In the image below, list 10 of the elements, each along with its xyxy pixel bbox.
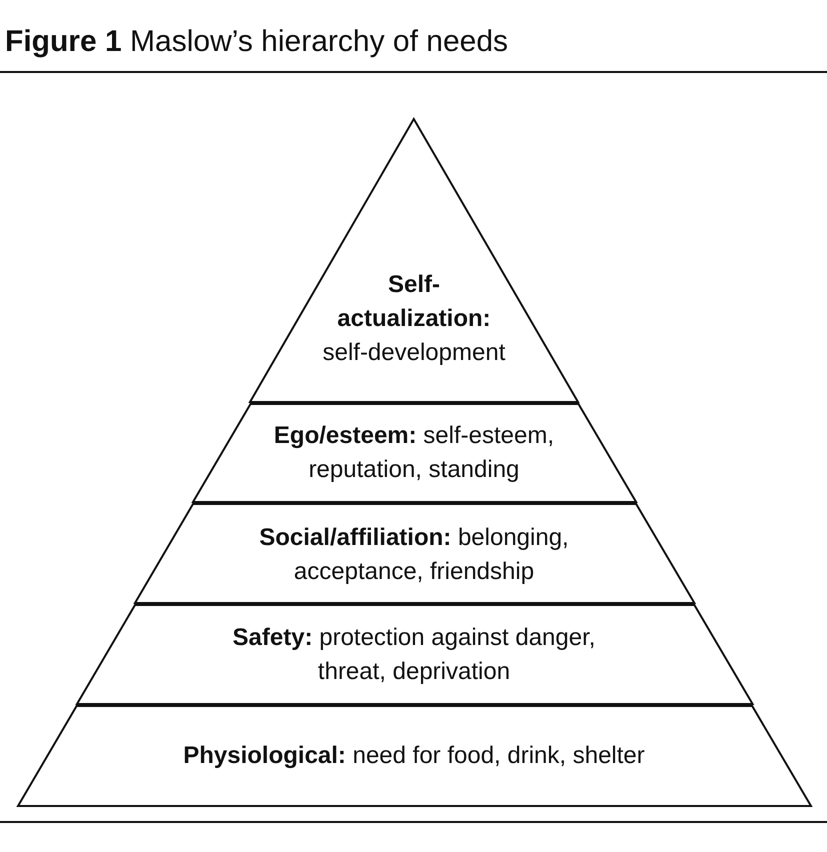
level-label: Safety: protection against danger, threat, deprivation [232,623,596,687]
level-label: Self-actualization: self-development [322,270,506,368]
level-label: Ego/esteem: self-esteem, reputation, standing [272,421,556,485]
level-label: Physiological: need for food, drink, shelter [182,741,646,771]
level-label: Social/affiliation: belonging, acceptance, friendship [258,523,570,587]
pyramid-level [76,604,752,705]
figure-title: Figure 1 Maslow’s hierarchy of needs [5,24,508,60]
pyramid-level [134,503,694,604]
pyramid-base-level [18,705,811,807]
pyramid-level [192,403,636,503]
